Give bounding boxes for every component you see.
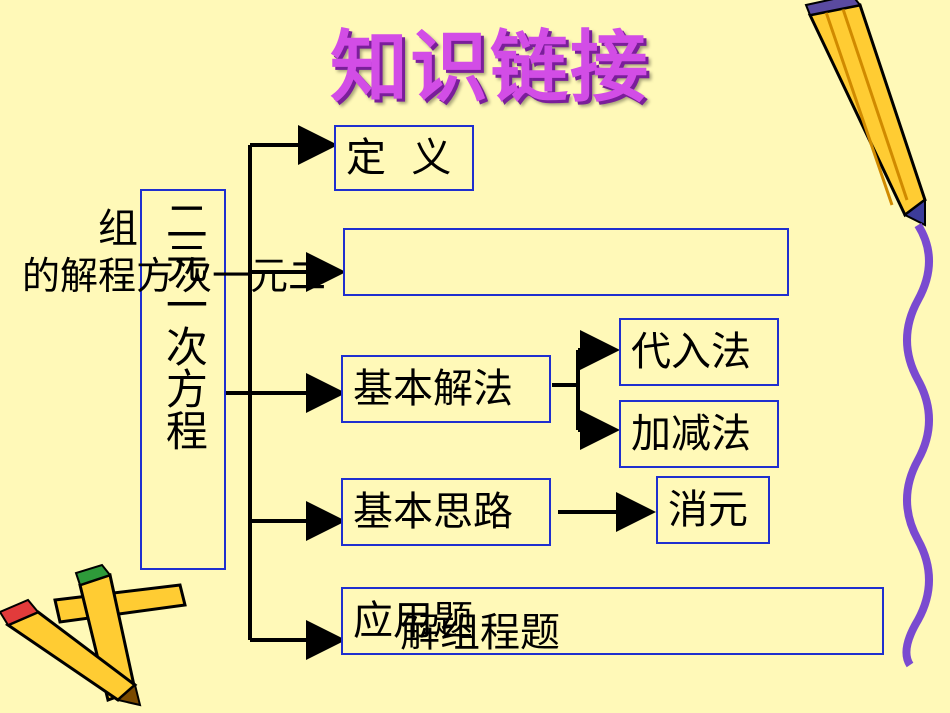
basic-method-label: 基本解法 (353, 366, 513, 412)
elimination-box: 消元 (656, 476, 770, 544)
substitution-label: 代入法 (631, 329, 751, 375)
definition-label: 定 义 (346, 135, 452, 181)
elimination-method-box: 加减法 (619, 400, 779, 468)
definition-box: 定 义 (334, 125, 474, 191)
row2-box (343, 228, 789, 296)
pencils-icon-bottom (0, 563, 187, 707)
basic-method-box: 基本解法 (341, 355, 551, 423)
decorative-wave (902, 222, 933, 668)
basic-idea-label: 基本思路 (353, 489, 513, 535)
main-topic-text: 二 元 一 次 方 程 (159, 199, 209, 451)
page-title: 知识链接 (329, 23, 650, 113)
pencil-icon-top (804, 0, 927, 227)
elimination-method-label: 加减法 (631, 411, 751, 457)
main-topic-box: 二 元 一 次 方 程 (140, 189, 226, 570)
application-box: 应用题 (341, 587, 884, 655)
side-char: 组 (98, 206, 138, 252)
application-label: 应用题 (353, 598, 473, 644)
elimination-label: 消元 (668, 487, 748, 533)
overlap-text-line: 的解程方次一元二 (22, 254, 327, 298)
basic-idea-box: 基本思路 (341, 478, 551, 546)
application-overlap-text: 解组程题 (400, 610, 560, 656)
substitution-box: 代入法 (619, 318, 779, 386)
